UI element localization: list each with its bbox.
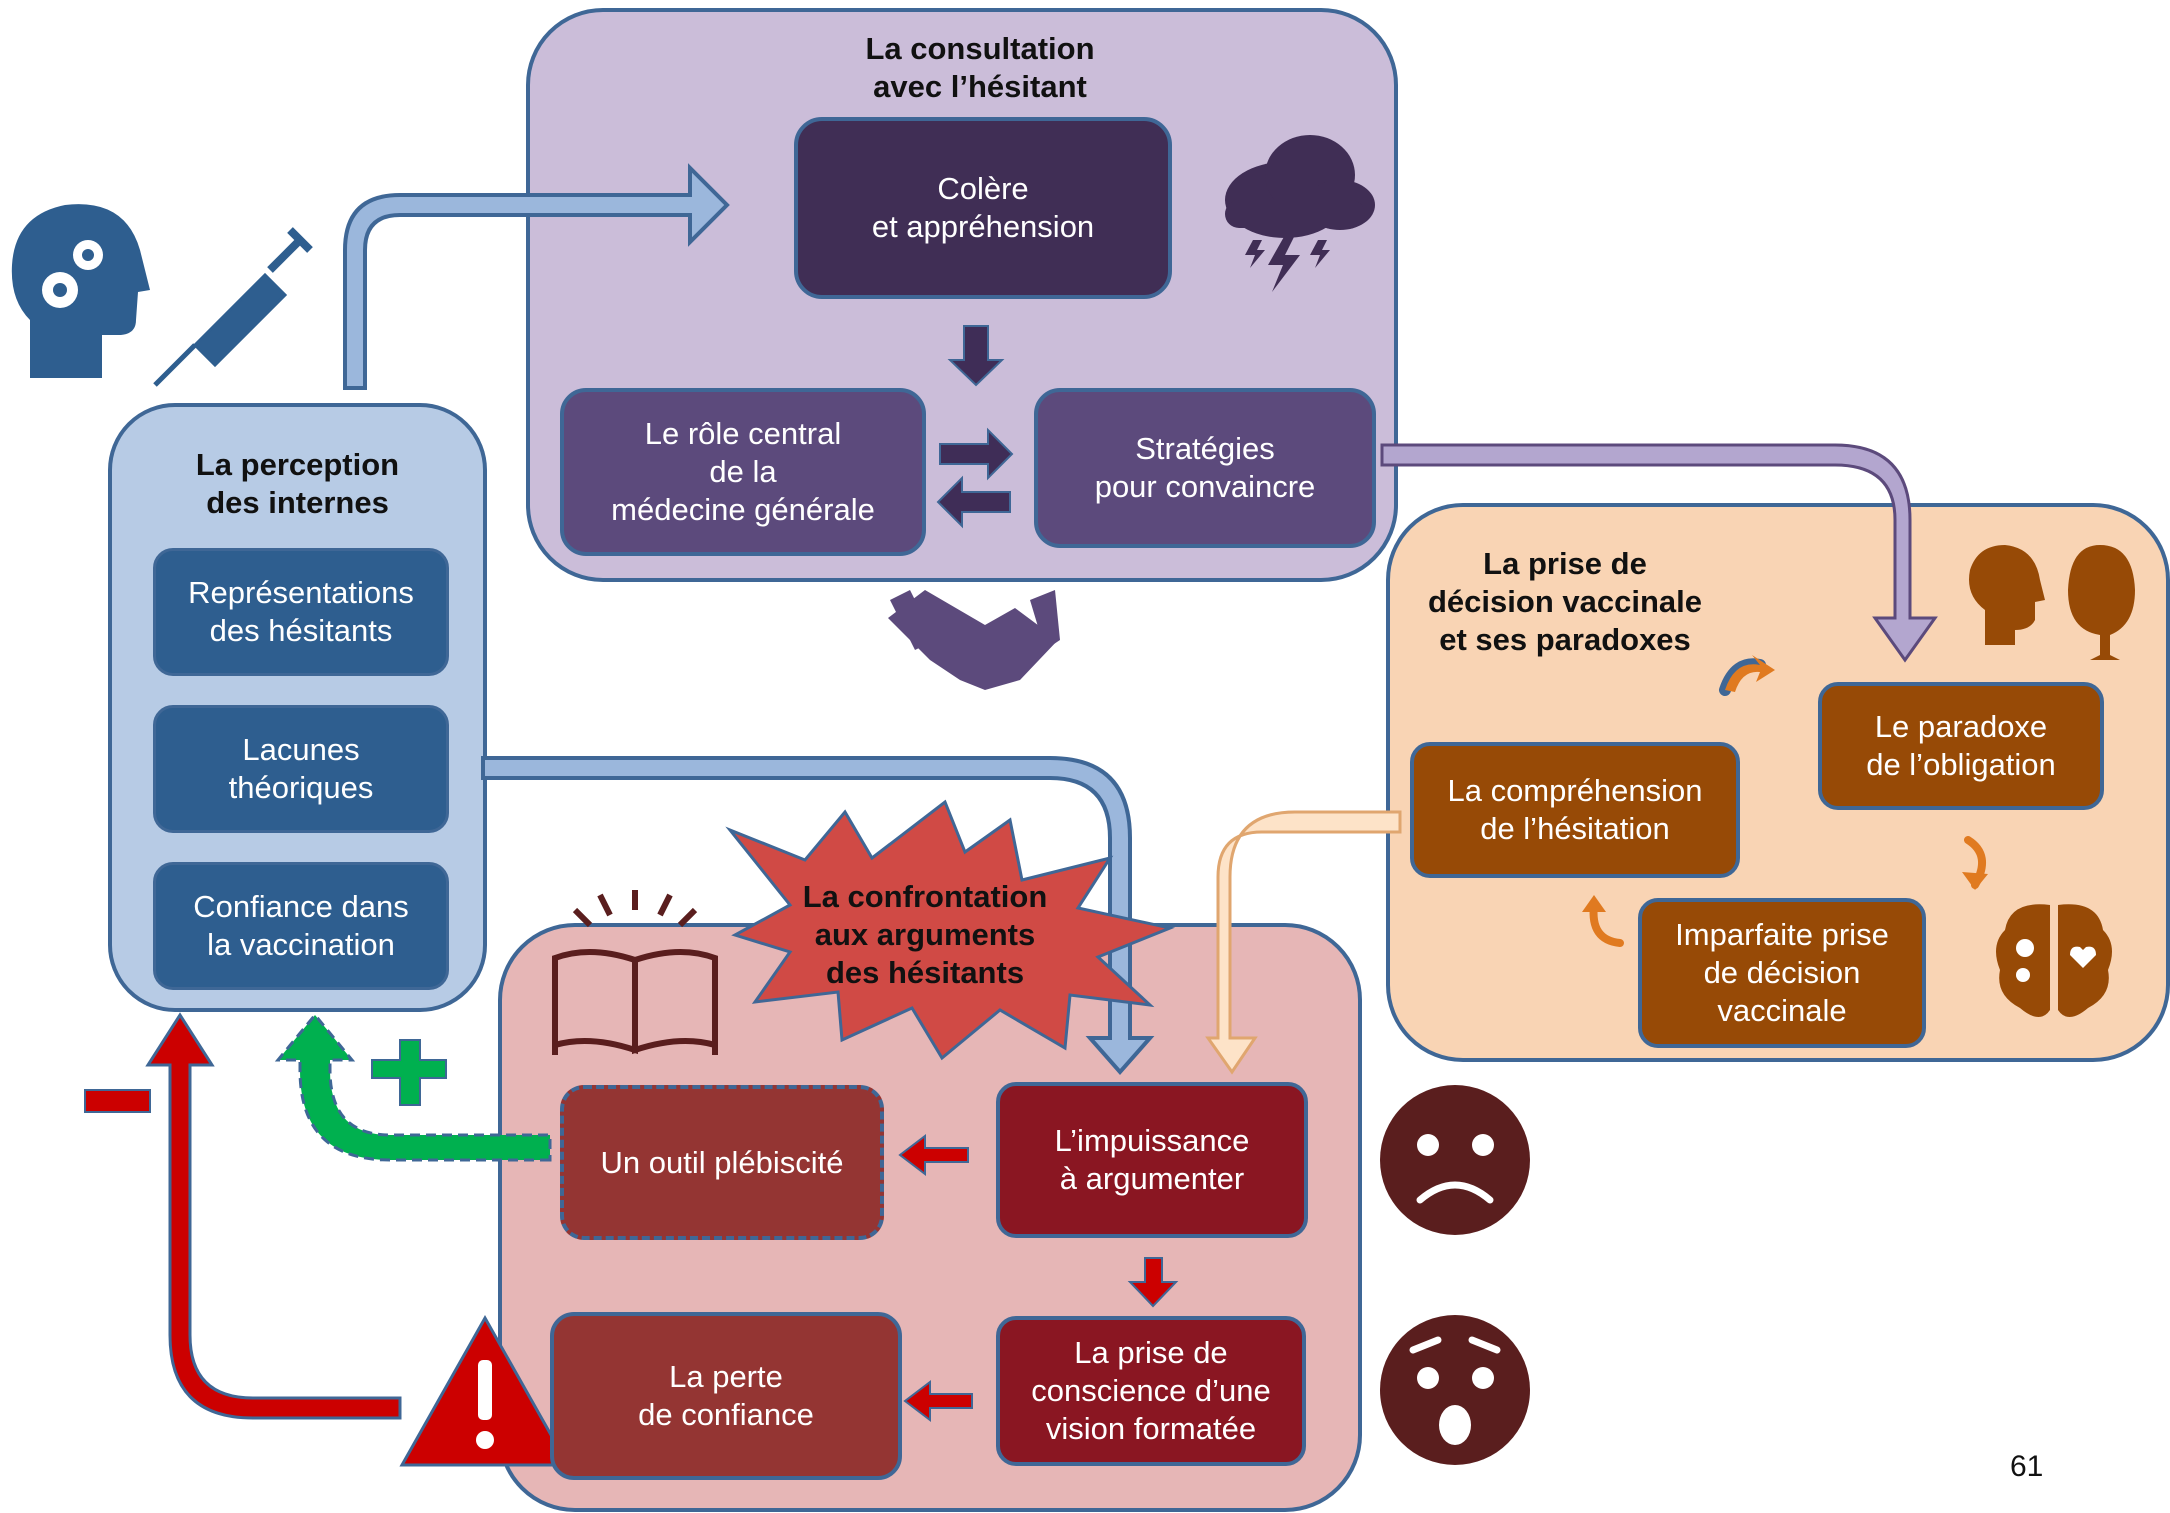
arrow-strategies-to-role: [936, 475, 1011, 529]
cycle-arrow-2-head: [1962, 872, 1988, 890]
node-awareness: La prise de conscience d’une vision form…: [996, 1316, 1306, 1466]
shocked-face-icon: [1380, 1315, 1530, 1465]
arrow-minus-feedback: [145, 1012, 402, 1420]
book-icon: [552, 890, 718, 1055]
brain-icon: [1996, 904, 2112, 1018]
node-anger: Colère et appréhension: [794, 117, 1172, 299]
minus-sign: [84, 1089, 151, 1113]
arrow-impuissance-to-awareness: [1127, 1257, 1179, 1308]
cycle-arrow-3-head: [1582, 895, 1606, 912]
node-imperfect: Imparfaite prise de décision vaccinale: [1638, 898, 1926, 1048]
decision-panel: [1386, 503, 2170, 1062]
handshake-icon: [888, 590, 1060, 690]
perception-title: La perception des internes: [195, 447, 400, 520]
arrow-role-to-strategies: [939, 427, 1014, 481]
node-strategies: Stratégies pour convaincre: [1034, 388, 1376, 548]
node-loss: La perte de confiance: [550, 1312, 902, 1480]
warning-icon: [399, 1314, 571, 1467]
sad-face-icon: [1380, 1085, 1530, 1235]
arrow-awareness-to-loss: [903, 1379, 973, 1423]
confrontation-title: La confrontation aux arguments des hésit…: [802, 879, 1048, 990]
node-powerlessness: L’impuissance à argumenter: [996, 1082, 1308, 1238]
plus-sign: [371, 1039, 447, 1106]
arrow-anger-to-role: [947, 325, 1005, 387]
node-confiance: Confiance dans la vaccination: [153, 862, 449, 990]
faces-icon: [1969, 545, 2135, 660]
node-representations: Représentations des hésitants: [153, 548, 449, 676]
consultation-title: La consultation avec l’hésitant: [865, 31, 1095, 104]
syringe-icon: [153, 227, 313, 387]
arrow-decision-to-confrontation: [1205, 810, 1402, 1075]
arrow-perception-to-confrontation: [481, 756, 1155, 1076]
confrontation-starburst: [725, 799, 1176, 1061]
arrow-consultation-to-decision: [1380, 443, 1938, 663]
decision-title: La prise de décision vaccinale et ses pa…: [1428, 546, 1702, 657]
arrow-impuissance-to-tool: [898, 1133, 969, 1177]
head-gears-icon: [11, 204, 151, 378]
node-central-role: Le rôle central de la médecine générale: [560, 388, 926, 556]
arrow-plus-feedback: [274, 1012, 552, 1162]
node-paradox: Le paradoxe de l’obligation: [1818, 682, 2104, 810]
arrow-perception-to-consultation: [343, 163, 730, 390]
node-lacunes: Lacunes théoriques: [153, 705, 449, 833]
page-number: 61: [2010, 1450, 2044, 1483]
node-understanding: La compréhension de l’hésitation: [1410, 742, 1740, 878]
node-tool: Un outil plébiscité: [560, 1085, 884, 1240]
cycle-arrow-1-fill: [1725, 655, 1775, 692]
storm-cloud-icon: [1225, 135, 1375, 292]
